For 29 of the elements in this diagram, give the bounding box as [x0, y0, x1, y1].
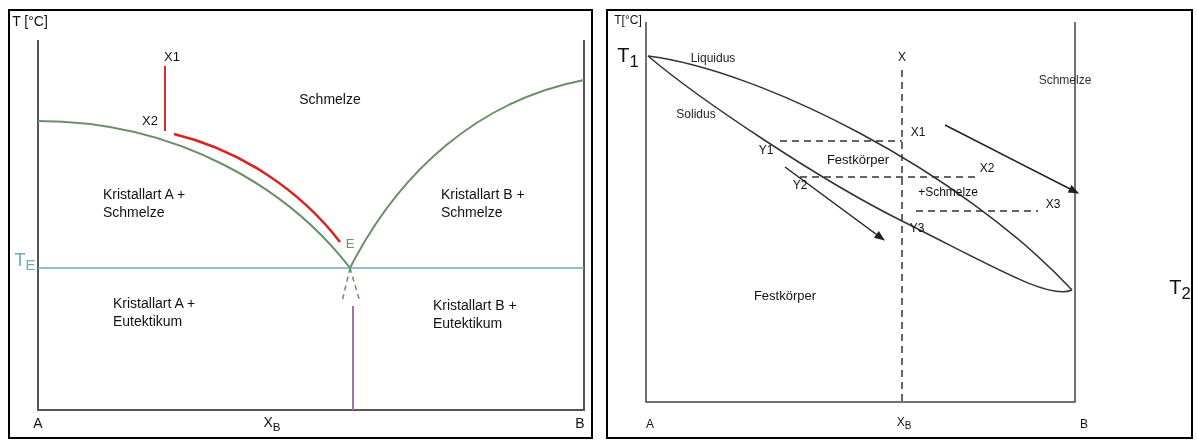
region-label: Kristallart B + Schmelze [441, 185, 526, 221]
axis-label: A [646, 416, 654, 432]
point-label: E [345, 235, 355, 253]
axis-label: B [575, 415, 585, 433]
point-label: X [898, 49, 906, 65]
axis-label: T$_{1}$ [617, 43, 639, 73]
point-label: X1 [164, 48, 180, 66]
region-label: Festkörper [753, 287, 817, 305]
point-label: X2 [979, 160, 995, 176]
axis-label: T$_{2}$ [1169, 275, 1191, 305]
region-label: Kristallart A + Schmelze [103, 185, 187, 221]
axis-label: B [1080, 416, 1088, 432]
region-label: Kristallart B + Eutektikum [433, 296, 518, 332]
point-label: X1 [910, 124, 926, 140]
axis-label: T [°C] [12, 13, 48, 31]
axis-label: T$_{E}$ [14, 248, 36, 276]
region-label: Kristallart A + Eutektikum [113, 294, 197, 330]
axis-label: X$_{B}$ [263, 413, 281, 435]
axis-label: X$_{B}$ [896, 415, 912, 433]
axis-label: A [33, 415, 43, 433]
region-label: Schmelze [299, 91, 361, 109]
region-label: Festkörper [826, 151, 890, 169]
point-label: Y2 [792, 177, 808, 193]
point-label: X3 [1045, 196, 1061, 212]
point-label: X2 [142, 112, 158, 130]
axis-label: T[°C] [614, 12, 642, 28]
point-label: Y1 [758, 142, 774, 158]
curve-label: Liquidus [690, 50, 736, 66]
curve-label: Solidus [676, 106, 716, 122]
